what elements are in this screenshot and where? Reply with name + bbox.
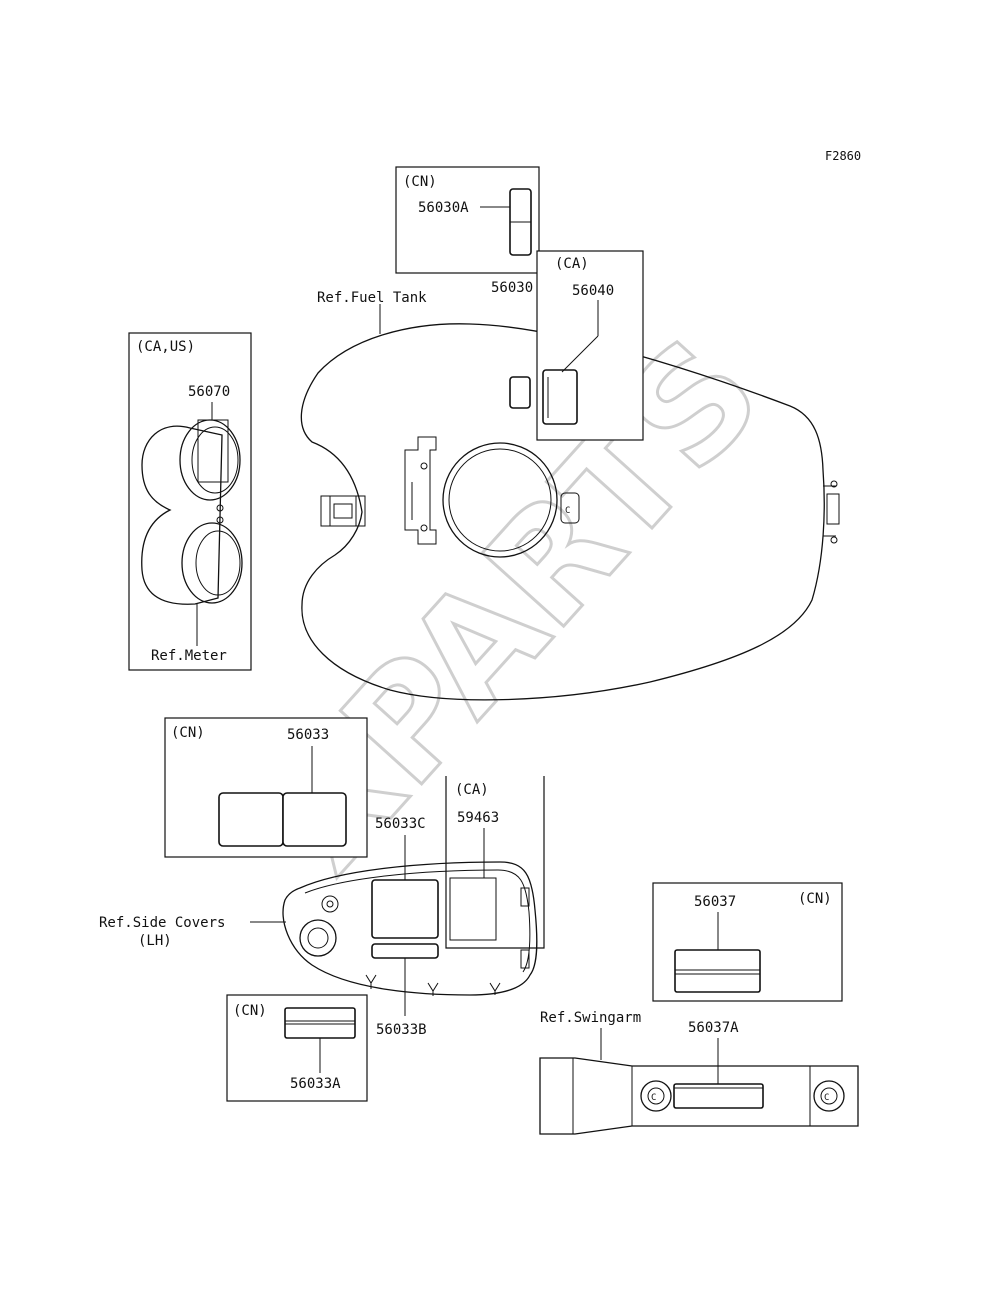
ref-swingarm-label: Ref.Swingarm (540, 1010, 641, 1026)
group-label-cn-right: (CN) (798, 891, 832, 907)
svg-text:C: C (651, 1093, 656, 1103)
cn-top-group: (CN) 56030A (395, 166, 540, 274)
side-cover-drawing (282, 861, 538, 996)
group-label-cn-mid: (CN) (171, 725, 205, 741)
part-56070-label: 56070 (188, 384, 230, 400)
part-56037A-label: 56037A (688, 1020, 739, 1036)
part-56040-label: 56040 (572, 283, 614, 299)
part-56030-label: 56030 (491, 280, 533, 296)
cn-bottom-group: (CN) 56033A (226, 994, 368, 1102)
part-56037-label: 56037 (694, 894, 736, 910)
part-56033A-label: 56033A (290, 1076, 341, 1092)
part-59463-label: 59463 (457, 810, 499, 826)
part-56030A-label: 56030A (418, 200, 469, 216)
group-label-cn-bottom: (CN) (233, 1003, 267, 1019)
part-56033B-label: 56033B (376, 1022, 427, 1038)
ref-fuel-tank-label: Ref.Fuel Tank (317, 290, 427, 306)
group-label-cn-top: (CN) (403, 174, 437, 190)
ca-mid-group: (CA) 59463 (445, 776, 545, 949)
fuel-tank-drawing: C (300, 323, 840, 701)
figure-code: F2860 (825, 149, 861, 163)
svg-text:C: C (565, 506, 570, 516)
svg-text:C: C (824, 1093, 829, 1103)
ref-side-covers-label: Ref.Side Covers (99, 915, 225, 931)
ref-meter-label: Ref.Meter (151, 648, 227, 664)
group-label-ca-top: (CA) (555, 256, 589, 272)
part-56033-label: 56033 (287, 727, 329, 743)
ca-top-group: (CA) 56040 (536, 250, 644, 441)
swingarm-drawing: C C (539, 1057, 859, 1135)
ca-us-meter-group: (CA,US) 56070 Ref.Meter (128, 332, 252, 671)
ref-side-covers-lh-label: (LH) (138, 933, 172, 949)
part-56033C-label: 56033C (375, 816, 426, 832)
group-label-ca-mid: (CA) (455, 782, 489, 798)
cn-right-group: (CN) 56037 (652, 882, 843, 1002)
group-label-ca-us: (CA,US) (136, 339, 195, 355)
cn-mid-group: (CN) 56033 (164, 717, 368, 858)
